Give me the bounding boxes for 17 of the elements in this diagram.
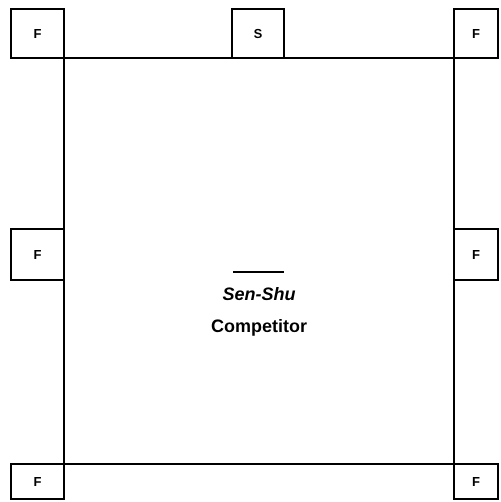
position-box xyxy=(231,8,285,59)
position-box xyxy=(10,463,65,500)
position-label: F xyxy=(34,26,42,41)
position-box xyxy=(453,8,499,59)
position-box xyxy=(10,8,65,59)
position-label: F xyxy=(472,26,480,41)
position-box xyxy=(10,228,65,281)
position-label: S xyxy=(254,26,262,41)
role-label: Competitor xyxy=(210,316,308,337)
field-area xyxy=(63,57,455,465)
position-label: F xyxy=(472,474,480,489)
position-label: F xyxy=(34,474,42,489)
position-label: F xyxy=(34,247,42,262)
judge-label: Sen-Shu xyxy=(221,284,296,305)
position-box xyxy=(453,463,499,500)
position-box xyxy=(453,228,499,281)
position-label: F xyxy=(472,247,480,262)
